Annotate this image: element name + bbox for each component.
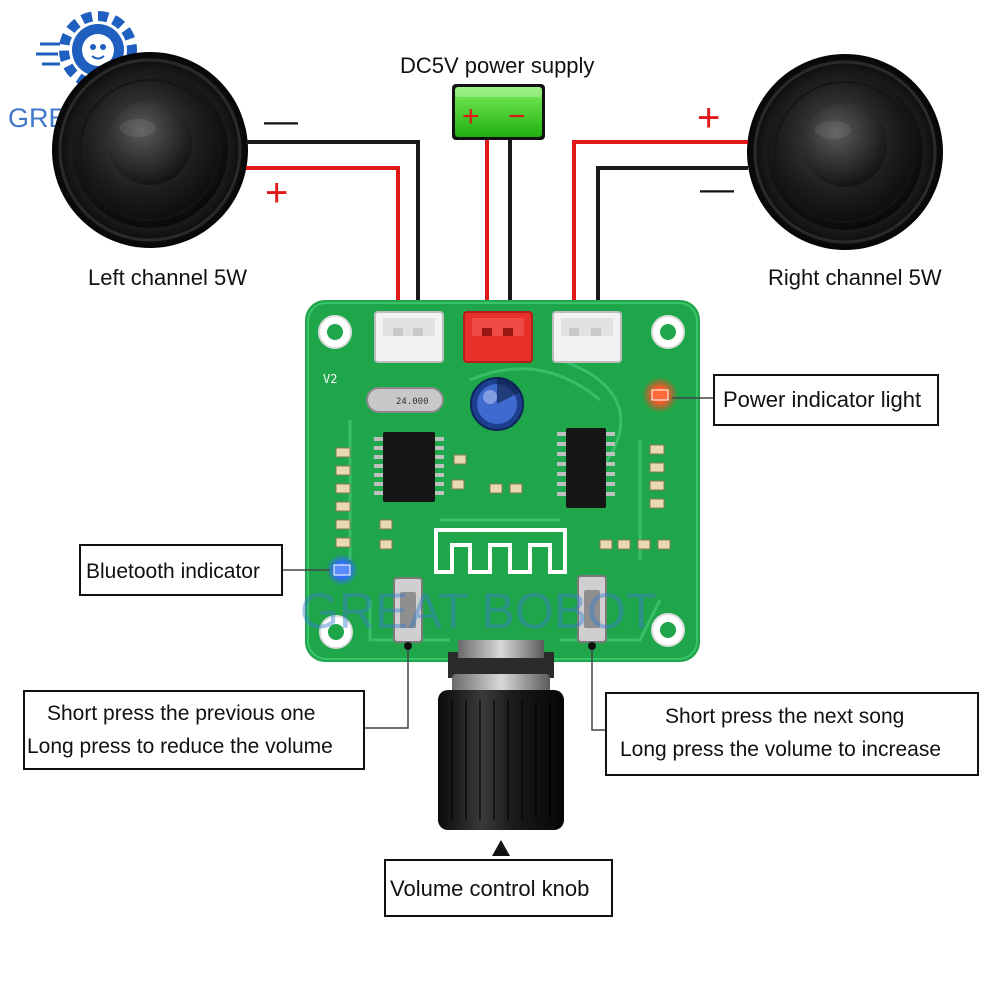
- right-speaker-connector: [552, 311, 622, 363]
- crystal-oscillator: 24.000: [366, 387, 444, 413]
- bluetooth-indicator-callout: Bluetooth indicator: [79, 544, 283, 596]
- mounting-holes: [318, 315, 685, 649]
- board-version: V2: [323, 372, 337, 386]
- power-supply-label: DC5V power supply: [400, 53, 594, 78]
- wiring: [246, 140, 748, 330]
- left-speaker: [52, 52, 248, 248]
- power-indicator-callout: Power indicator light: [713, 374, 939, 426]
- left-speaker-minus-sign: —: [264, 102, 298, 140]
- right-ic-chip: [557, 428, 615, 508]
- power-connector: [463, 311, 533, 363]
- capacitor: [470, 377, 524, 431]
- left-speaker-label: Left channel 5W: [88, 265, 247, 290]
- right-wire-red: [572, 140, 748, 328]
- power-indicator-led: [642, 377, 678, 413]
- callout-lines: [282, 397, 714, 731]
- previous-button-line1: Short press the previous one: [47, 702, 316, 725]
- left-ic-chip: [374, 432, 444, 502]
- power-minus-sign: −: [508, 100, 526, 133]
- volume-knob-callout: Volume control knob: [384, 859, 613, 917]
- left-wire-red: [246, 166, 400, 328]
- next-button-pin-icon: [588, 642, 596, 650]
- previous-button-callout: Short press the previous one Long press …: [23, 690, 365, 770]
- right-wire-black: [596, 166, 748, 328]
- knob-pointer-icon: [492, 840, 510, 856]
- right-speaker-plus-sign: +: [697, 96, 720, 140]
- next-button-line1: Short press the next song: [665, 705, 904, 728]
- bluetooth-indicator-label: Bluetooth indicator: [86, 560, 260, 583]
- right-speaker-minus-sign: —: [700, 170, 734, 208]
- right-speaker: [747, 54, 943, 250]
- next-button-callout: Short press the next song Long press the…: [605, 692, 979, 776]
- volume-knob-label: Volume control knob: [390, 876, 589, 901]
- right-speaker-label: Right channel 5W: [768, 265, 942, 290]
- crystal-frequency: 24.000: [396, 397, 429, 407]
- brand-name-watermark: GREAT BOBOT: [300, 583, 657, 639]
- power-indicator-label: Power indicator light: [723, 387, 921, 412]
- power-supply-battery: + −: [452, 84, 545, 140]
- previous-button-line2: Long press to reduce the volume: [27, 735, 333, 758]
- bluetooth-indicator-led: [326, 554, 358, 586]
- smd-components: [335, 444, 671, 550]
- next-button-line2: Long press the volume to increase: [620, 738, 941, 761]
- left-speaker-plus-sign: +: [265, 171, 288, 215]
- power-plus-sign: +: [462, 100, 480, 133]
- left-speaker-connector: [374, 311, 444, 363]
- prev-button-pin-icon: [404, 642, 412, 650]
- volume-knob[interactable]: [438, 640, 564, 856]
- left-wire-black: [246, 140, 420, 328]
- antenna-trace: [434, 528, 567, 574]
- pcb-board: V2 24.000: [305, 300, 700, 662]
